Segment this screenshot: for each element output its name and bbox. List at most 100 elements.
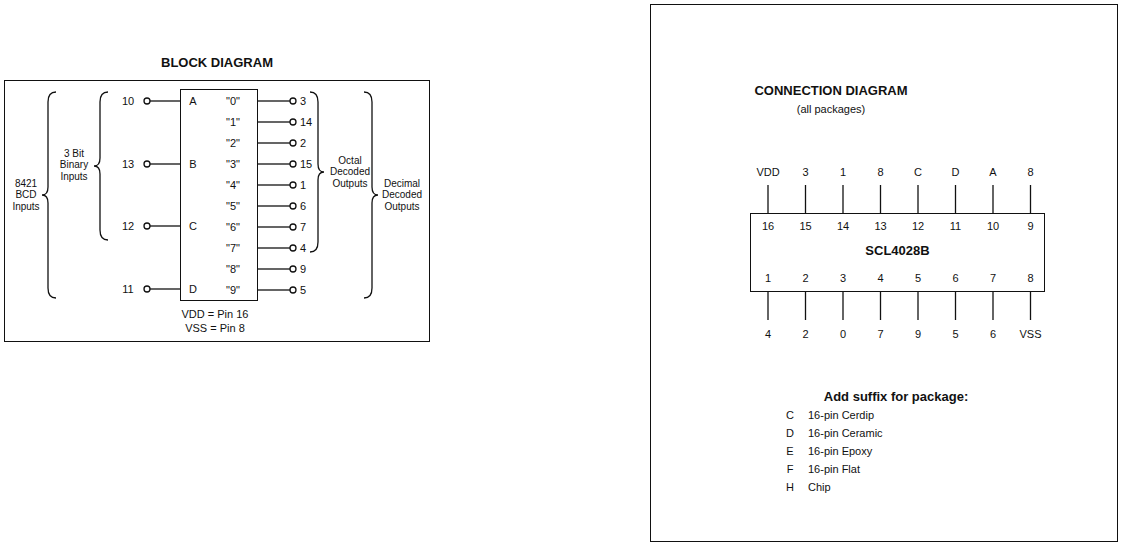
terminal [290,266,296,272]
pin-label: 5 [952,328,958,341]
pin-label: 14 [837,220,849,233]
supply-note: VSS = Pin 8 [185,322,245,335]
pin-label: 2 [300,137,306,150]
pin-label: 9 [915,328,921,341]
pin-label: 5 [300,284,306,297]
heading: SCL4028B [865,244,929,259]
pin-label: 4 [765,328,771,341]
pin-label: 1 [300,179,306,192]
wire [258,247,290,248]
pin-label: 2 [802,272,808,285]
pin-name: D [189,283,197,296]
package-suffix: 16-pin Flat [808,463,860,476]
pin-name: "8" [226,263,240,276]
wire [258,184,290,185]
pin-label: VDD [756,166,779,179]
wire [1030,185,1031,213]
pin-name: "0" [226,95,240,108]
wire [258,100,290,101]
wire [805,292,806,320]
wire [992,292,993,320]
pin-label: 9 [300,263,306,276]
pin-label: 8 [1027,272,1033,285]
wire [955,185,956,213]
pin-label: 4 [300,242,306,255]
package-suffix: F [787,463,794,476]
pin-label: 14 [300,116,312,129]
pin-label: 15 [799,220,811,233]
pin-name: "1" [226,116,240,129]
pin-label: 11 [122,283,133,296]
wire [842,292,843,320]
wire [258,268,290,269]
wire [258,142,290,143]
pin-label: 13 [122,158,134,171]
pin-label: 7 [990,272,996,285]
pin-label: 11 [950,220,961,233]
pin-label: 8 [877,166,883,179]
pin-label: 2 [802,328,808,341]
pin-label: 1 [765,272,771,285]
wire [258,121,290,122]
wire [992,185,993,213]
pin-label: 6 [990,328,996,341]
wire [258,163,290,164]
pin-label: 10 [122,95,134,108]
wire [917,292,918,320]
wire [805,185,806,213]
wire [880,185,881,213]
pin-label: 3 [300,95,306,108]
pin-label: 7 [300,221,306,234]
pin-label: 13 [874,220,886,233]
package-suffix: D [786,427,794,440]
panel-frame: BLOCK DIAGRAMABCD"0""1""2""3""4""5""6""7… [4,80,430,342]
pin-label: 6 [952,272,958,285]
panel-frame: CONNECTION DIAGRAM (all packages) Add suff… [650,4,1118,542]
terminal [290,287,296,293]
ic-package: SCL4028B [750,213,1045,292]
terminal [290,140,296,146]
group-label: 8421 BCD Inputs [6,178,46,213]
terminal [290,119,296,125]
pin-name: "6" [226,221,240,234]
pin-label: 10 [987,220,999,233]
heading: CONNECTION DIAGRAM [754,84,907,99]
package-suffix: C [786,409,794,422]
pin-label: D [952,166,960,179]
pin-label: 1 [840,166,846,179]
pin-name: B [189,158,196,171]
pin-label: 9 [1027,220,1033,233]
heading: Add suffix for package: [824,390,968,405]
wire [917,185,918,213]
pin-label: 12 [122,220,134,233]
wire [842,185,843,213]
pin-name: "7" [226,242,240,255]
pin-label: 12 [912,220,924,233]
terminal [290,182,296,188]
pin-name: "9" [226,284,240,297]
decoder-block: ABCD"0""1""2""3""4""5""6""7""8""9" [180,89,258,301]
pin-name: C [189,220,197,233]
pin-name: "2" [226,137,240,150]
pin-label: 7 [877,328,883,341]
terminal [290,161,296,167]
wire [1030,292,1031,320]
wire [258,226,290,227]
package-suffix: 16-pin Ceramic [808,427,883,440]
package-suffix: Chip [808,481,831,494]
supply-note: VDD = Pin 16 [182,308,249,321]
pin-label: 8 [1027,166,1033,179]
heading: (all packages) [797,103,865,116]
pin-label: 16 [762,220,774,233]
wire [767,185,768,213]
terminal [290,224,296,230]
wire [880,292,881,320]
wire [258,289,290,290]
group-label: Decimal Decoded Outputs [376,178,428,213]
pin-label: 4 [877,272,883,285]
pin-label: A [989,166,996,179]
wire [955,292,956,320]
package-suffix: E [786,445,793,458]
package-suffix: H [786,481,794,494]
pin-label: C [914,166,922,179]
